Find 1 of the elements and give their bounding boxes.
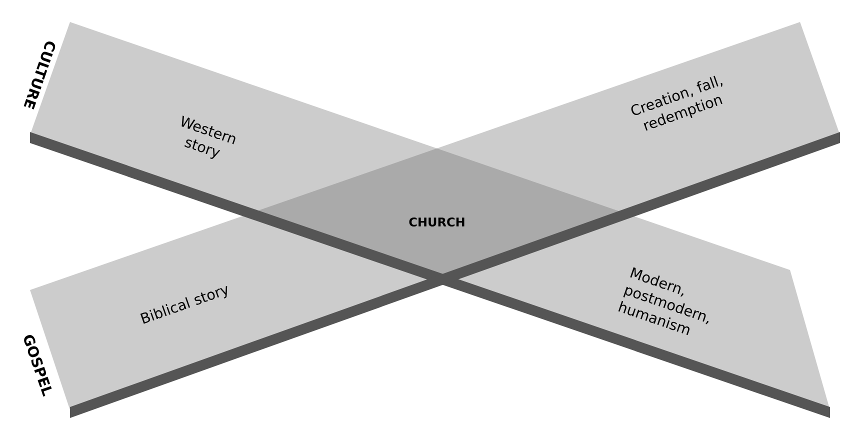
overlap-label: CHURCH — [409, 217, 464, 227]
